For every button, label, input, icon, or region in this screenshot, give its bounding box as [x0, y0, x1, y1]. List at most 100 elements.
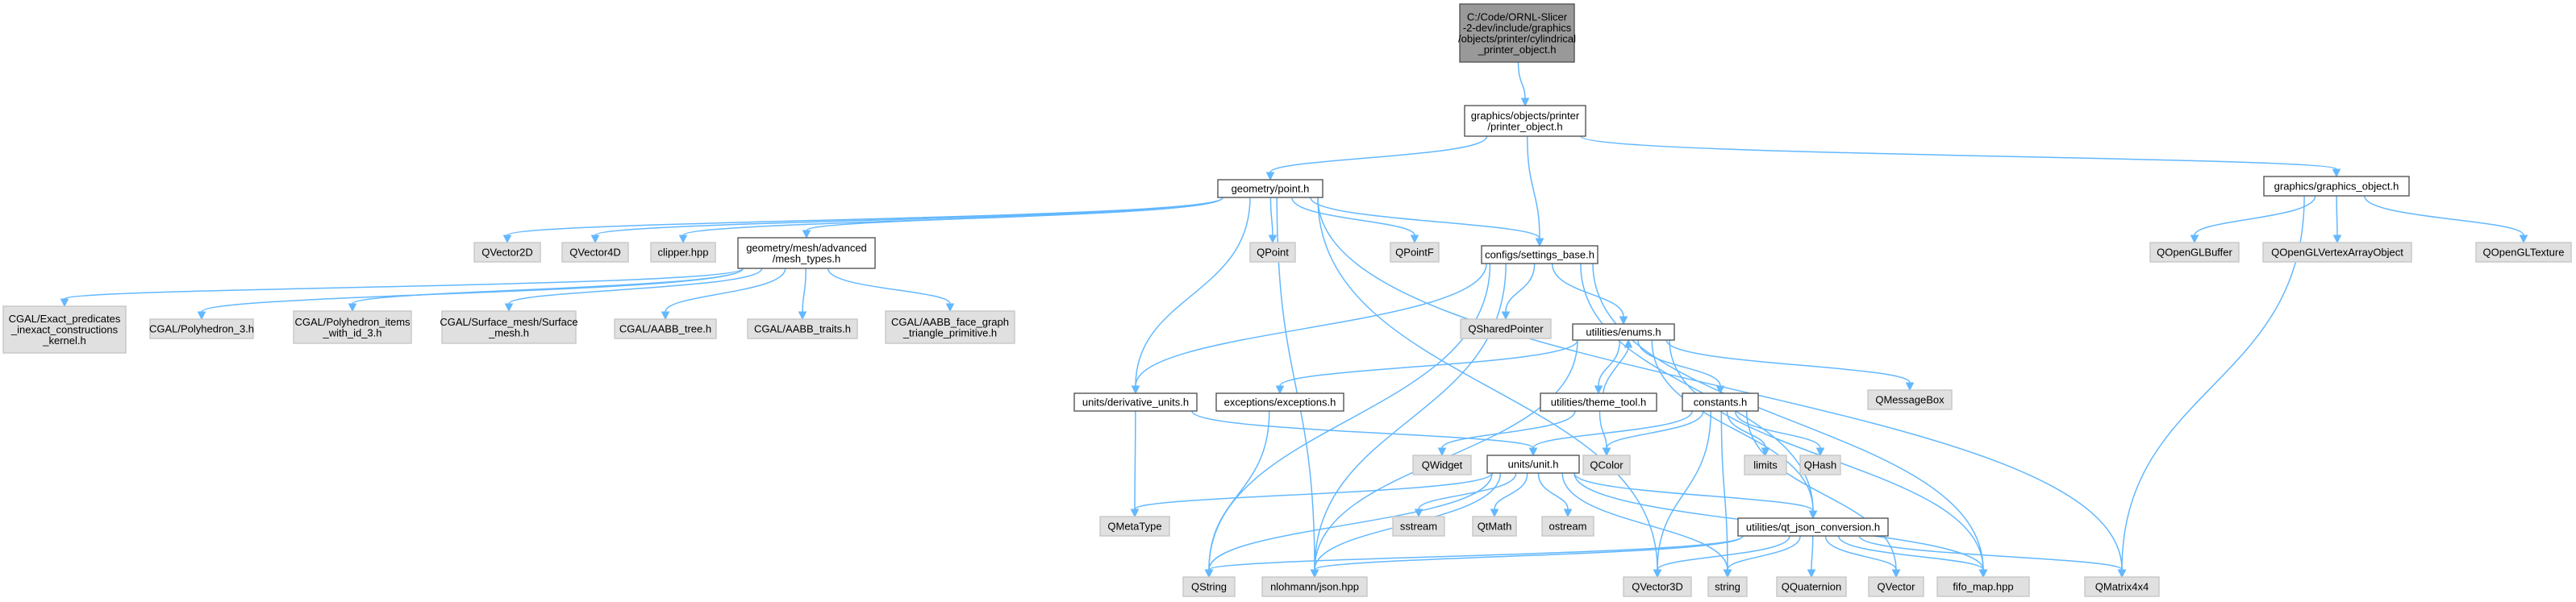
edge-qt-json-to-nlohmann [1310, 535, 1744, 579]
node-constants[interactable]: constants.h [1682, 392, 1759, 412]
node-box [2475, 242, 2572, 263]
node-qopenglbuffer: QOpenGLBuffer [2149, 242, 2240, 263]
edge-root-to-printer-object [1517, 61, 1530, 107]
arrowhead [1204, 569, 1214, 579]
edge-line [1135, 197, 1251, 387]
edge-line [1532, 410, 1693, 449]
node-enums[interactable]: utilities/enums.h [1572, 323, 1675, 341]
edge-line [1317, 197, 1658, 571]
node-box [1481, 245, 1599, 264]
edge-line [1494, 472, 1528, 510]
edge-line [1526, 135, 1540, 239]
node-qt-json[interactable]: utilities/qt_json_conversion.h [1737, 517, 1889, 537]
node-label: QOpenGLBuffer [2157, 247, 2232, 259]
node-qsharedpointer: QSharedPointer [1460, 318, 1552, 339]
arrowhead [1619, 316, 1628, 326]
arrowhead [1594, 385, 1603, 395]
node-clipper: clipper.hpp [650, 242, 716, 263]
edge-line [827, 268, 951, 305]
node-qmetatype: QMetaType [1099, 516, 1170, 537]
node-box [1707, 576, 1748, 597]
arrowhead [1410, 235, 1419, 244]
arrowhead [1905, 382, 1915, 392]
node-label: QMetaType [1107, 521, 1161, 533]
edge-line [2194, 195, 2316, 236]
node-settings-base[interactable]: configs/settings_base.h [1481, 245, 1599, 264]
edge-line [1824, 535, 1897, 571]
arrowhead [2519, 235, 2528, 244]
arrowhead [802, 230, 811, 239]
edge-enums-to-theme-tool [1594, 339, 1621, 395]
edge-line [1727, 535, 1801, 571]
edge-line [665, 268, 786, 313]
node-printer-object[interactable]: graphics/objects/printer/printer_object.… [1464, 105, 1586, 137]
node-box [1572, 323, 1675, 341]
arrowhead [661, 311, 670, 321]
node-box [885, 310, 1015, 344]
edge-line [1606, 410, 1704, 449]
edge-enums-to-constants [1637, 339, 1725, 395]
node-aabb-traits: CGAL/AABB_traits.h [747, 318, 858, 339]
arrowhead [1715, 385, 1725, 395]
node-box [2149, 242, 2240, 263]
edge-point-to-qvector4d [590, 197, 1223, 244]
edge-line [1191, 410, 1534, 449]
node-box [1249, 242, 1296, 263]
node-qopengltexture: QOpenGLTexture [2475, 242, 2572, 263]
arrowhead [2190, 235, 2199, 244]
node-polyhedron3: CGAL/Polyhedron_3.h [149, 318, 254, 339]
edge-line [1720, 410, 1728, 571]
node-label: CGAL/Surface_mesh/Surface [440, 316, 577, 328]
edge-line [1551, 263, 1624, 318]
edge-line [1726, 410, 1766, 449]
node-label: utilities/enums.h [1586, 326, 1661, 338]
edge-settings-base-to-enums [1551, 263, 1628, 326]
node-theme-tool[interactable]: utilities/theme_tool.h [1540, 392, 1657, 412]
edge-line [1637, 339, 1721, 387]
node-box [473, 242, 541, 263]
node-aabb-tree: CGAL/AABB_tree.h [614, 318, 717, 339]
edge-printer-object-to-point [1265, 135, 1488, 181]
arrowhead [945, 303, 955, 313]
node-mesh-types[interactable]: geometry/mesh/advanced/mesh_types.h [737, 237, 876, 269]
node-label: QOpenGLTexture [2483, 247, 2565, 259]
node-box [1472, 516, 1517, 537]
node-label: units/derivative_units.h [1082, 396, 1189, 409]
node-graphics-object[interactable]: graphics/graphics_object.h [2263, 176, 2410, 197]
node-label: QVector [1878, 581, 1916, 593]
edge-enums-to-exceptions [1275, 339, 1578, 395]
node-qopenglvertexarrayobject: QOpenGLVertexArrayObject [2262, 242, 2412, 263]
edge-line [2364, 195, 2524, 236]
edge-line [1603, 347, 1629, 394]
node-derivative-units[interactable]: units/derivative_units.h [1073, 392, 1198, 412]
node-label: exceptions/exceptions.h [1224, 396, 1336, 409]
node-root[interactable]: C:/Code/ORNL-Slicer-2-dev/include/graphi… [1458, 3, 1576, 63]
node-box [1540, 392, 1657, 412]
node-qvector: QVector [1868, 576, 1924, 597]
node-label: geometry/point.h [1232, 183, 1310, 195]
node-label: _printer_object.h [1478, 44, 1557, 56]
node-label: CGAL/Polyhedron_3.h [149, 323, 254, 335]
edge-exceptions-to-qstring [1204, 410, 1270, 579]
node-exact-pred: CGAL/Exact_predicates_inexact_constructi… [2, 305, 127, 354]
node-aabb-face: CGAL/AABB_face_graph_triangle_primitive.… [885, 310, 1015, 344]
node-box [1744, 455, 1787, 475]
node-sstream: sstream [1392, 516, 1445, 537]
node-box [1868, 576, 1924, 597]
edge-layer [60, 61, 2528, 579]
edge-line [1858, 535, 2123, 571]
node-label: graphics/objects/printer [1471, 110, 1580, 122]
node-point[interactable]: geometry/point.h [1217, 179, 1323, 198]
node-exceptions[interactable]: exceptions/exceptions.h [1215, 392, 1344, 412]
edge-line [352, 268, 744, 305]
node-unit[interactable]: units/unit.h [1486, 455, 1580, 474]
edge-mesh-types-to-aabb-traits [798, 268, 807, 321]
node-label: _triangle_primitive.h [902, 326, 997, 338]
node-label: QHash [1804, 459, 1836, 471]
node-label: _mesh.h [488, 326, 529, 338]
node-label: -2-dev/include/graphics [1463, 22, 1572, 34]
edge-qt-json-to-string [1723, 535, 1801, 579]
node-label: QPoint [1257, 247, 1289, 259]
node-box [1390, 242, 1440, 263]
edge-line [802, 268, 807, 313]
